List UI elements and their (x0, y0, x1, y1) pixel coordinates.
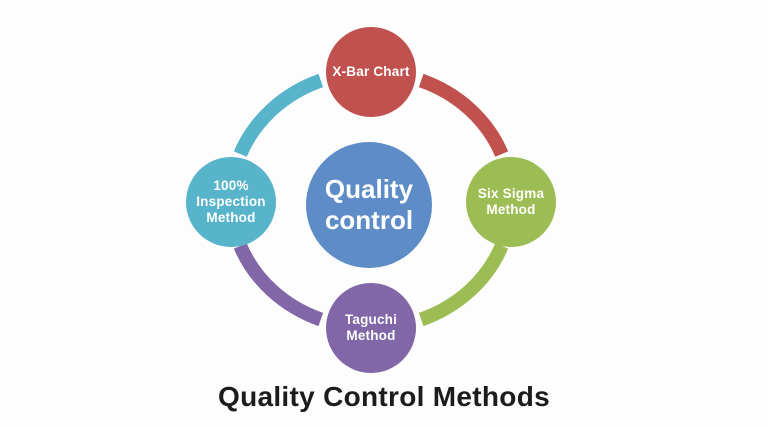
node-taguchi-method-label: Taguchi Method (344, 312, 398, 343)
node-six-sigma-method: Six Sigma Method (466, 157, 556, 247)
diagram-title: Quality Control Methods (217, 381, 550, 412)
node-six-sigma-method-label: Six Sigma Method (477, 186, 545, 217)
node-x-bar-chart: X-Bar Chart (326, 27, 416, 117)
node-quality-control: Quality control (306, 142, 432, 268)
arc-bottom-to-left (233, 243, 324, 327)
node-quality-control-label: Quality control (324, 174, 414, 235)
arc-top-to-right (418, 73, 509, 157)
node-inspection-method-label: 100% Inspection Method (196, 178, 266, 225)
node-taguchi-method: Taguchi Method (326, 283, 416, 373)
node-x-bar-chart-label: X-Bar Chart (332, 64, 410, 79)
arc-left-to-top (233, 73, 324, 157)
arc-right-to-bottom (418, 243, 509, 327)
cycle-ring (233, 73, 509, 327)
node-inspection-method: 100% Inspection Method (186, 157, 276, 247)
